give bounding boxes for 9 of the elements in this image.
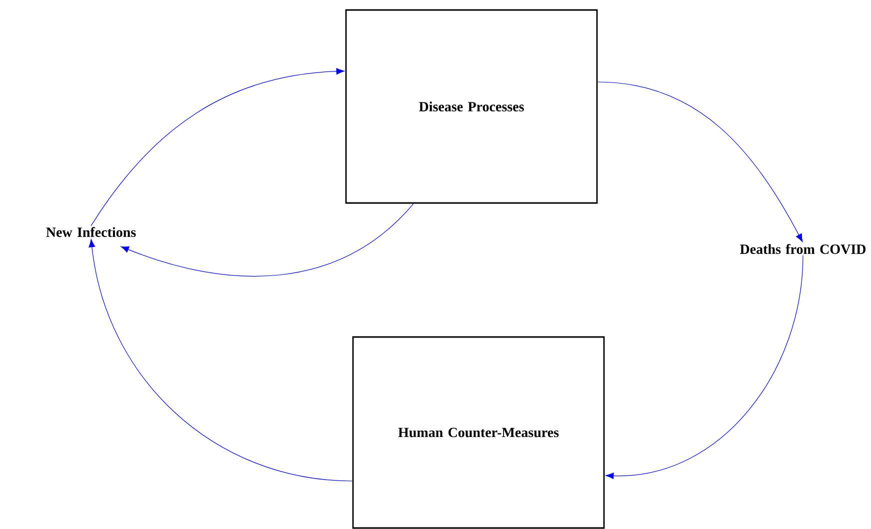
node-label: Deaths from COVID — [740, 244, 866, 254]
process-box: Disease Processes — [345, 9, 598, 204]
arrow — [90, 68, 344, 226]
arrow — [597, 82, 803, 242]
arrow — [120, 203, 414, 277]
arrow — [606, 254, 804, 480]
node-label: New Infections — [46, 227, 136, 237]
process-box: Human Counter-Measures — [352, 336, 605, 529]
arrow — [88, 239, 353, 482]
